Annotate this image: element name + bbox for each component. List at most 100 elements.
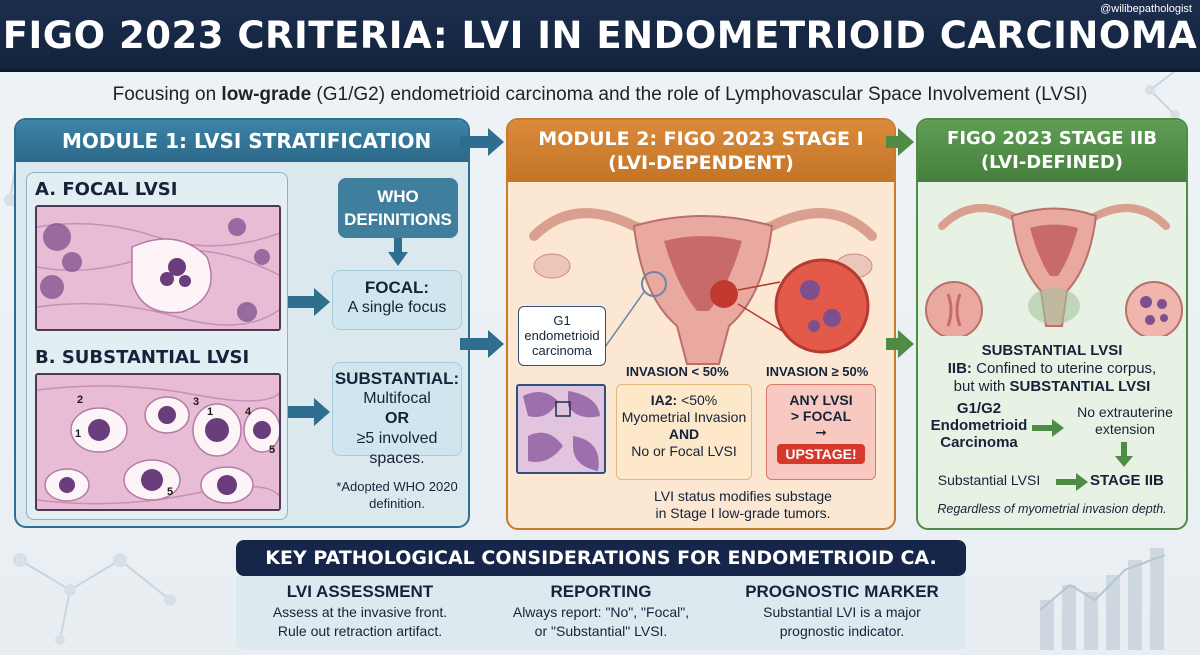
arrow-right-green-icon-1 — [1032, 419, 1064, 437]
vessel-number-2: 2 — [77, 394, 83, 406]
author-handle: @wilibepathologist — [1100, 3, 1192, 15]
upstage-badge: UPSTAGE! — [777, 444, 865, 464]
substantial-lvsi-micrograph: 1 2 3 1 4 5 5 — [35, 373, 281, 511]
lvsi-examples: A. FOCAL LVSI B. SUBSTANTIAL LVSI — [26, 172, 288, 520]
m3-stage-iib: STAGE IIB — [1090, 472, 1164, 489]
who-definitions: WHO DEFINITIONS FOCAL: A single focus SU… — [298, 172, 462, 520]
m3-regardless: Regardless of myometrial invasion depth. — [937, 502, 1167, 516]
key-col-1-line2: Rule out retraction artifact. — [277, 623, 443, 639]
arrow-down-icon — [388, 238, 408, 266]
who-title-1: WHO — [377, 187, 419, 206]
ia2-and: AND — [668, 426, 700, 442]
note-line2: definition. — [369, 496, 425, 511]
m3-noext-1: No extrauterine — [1077, 404, 1173, 420]
m3-iib-line2: but with SUBSTANTIAL LVSI — [918, 378, 1186, 396]
m3-g12-label: G1/G2 Endometrioid Carcinoma — [924, 400, 1034, 451]
m3-iib-text2: but with — [953, 378, 1010, 395]
arrow-to-substantial — [288, 398, 330, 426]
m3-noext-2: extension — [1095, 421, 1155, 437]
key-col-3-head: PROGNOSTIC MARKER — [745, 582, 939, 601]
uterus-stage-iib-illustration — [925, 204, 1183, 336]
substantial-lvsi-label: B. SUBSTANTIAL LVSI — [35, 347, 250, 368]
module-3-panel: FIGO 2023 STAGE IIB (LVI-DEFINED) SUBSTA… — [916, 118, 1188, 530]
ia2-head: IA2: — [650, 392, 678, 408]
vessel-number-7: 5 — [167, 486, 173, 498]
module-2-panel: MODULE 2: FIGO 2023 STAGE I (LVI-DEPENDE… — [506, 118, 896, 530]
module-2-title-1: MODULE 2: FIGO 2023 STAGE I — [538, 128, 864, 150]
subtitle-post: (G1/G2) endometrioid carcinoma and the r… — [311, 84, 1088, 105]
module-1-title: MODULE 1: LVSI STRATIFICATION — [16, 120, 468, 162]
ia2-box: IA2: <50% Myometrial Invasion AND No or … — [616, 384, 752, 480]
substantial-or: OR — [385, 410, 409, 427]
key-col-3-line1: Substantial LVI is a major — [763, 604, 921, 620]
m3-g12-2: Endometrioid — [930, 417, 1028, 434]
m3-no-extension: No extrauterine extension — [1068, 404, 1182, 438]
m3-iib-bold2: SUBSTANTIAL LVSI — [1009, 378, 1151, 395]
ia2-line3: No or Focal LVSI — [631, 443, 737, 459]
substantial-head: SUBSTANTIAL: — [334, 369, 460, 388]
subtitle-bold: low-grade — [221, 84, 312, 105]
g1-line3: carcinoma — [532, 343, 592, 358]
key-considerations: KEY PATHOLOGICAL CONSIDERATIONS FOR ENDO… — [236, 540, 966, 652]
module-3-title: FIGO 2023 STAGE IIB (LVI-DEFINED) — [918, 120, 1186, 182]
any-lvsi-2: > FOCAL — [790, 408, 852, 424]
decorative-bar-chart-icon — [1039, 548, 1166, 650]
arrow-to-focal — [288, 288, 330, 316]
invasion-ge-50: INVASION ≥ 50% — [766, 364, 869, 379]
substantial-line1: Multifocal — [363, 390, 431, 407]
who-2020-note: *Adopted WHO 2020 definition. — [332, 478, 462, 512]
key-title: KEY PATHOLOGICAL CONSIDERATIONS FOR ENDO… — [236, 540, 966, 576]
page-title: FIGO 2023 CRITERIA: LVI IN ENDOMETRIOID … — [2, 14, 1198, 57]
vessel-number-4: 1 — [207, 406, 213, 418]
g1-carcinoma-callout: G1 endometrioid carcinoma — [518, 306, 606, 366]
m3-g12-3: Carcinoma — [940, 434, 1018, 451]
invasion-lt-50: INVASION < 50% — [626, 364, 729, 379]
substantial-definition-box: SUBSTANTIAL: Multifocal OR ≥5 involved s… — [332, 362, 462, 467]
m3-iib-definition: IIB: Confined to uterine corpus, but wit… — [918, 360, 1186, 396]
key-col-1-head: LVI ASSESSMENT — [286, 582, 434, 601]
arrow-right-icon: ➞ — [815, 424, 827, 440]
m3-iib-line1: IIB: Confined to uterine corpus, — [918, 360, 1186, 378]
m3-substantial-head: SUBSTANTIAL LVSI — [981, 342, 1123, 359]
focal-text: A single focus — [347, 299, 447, 316]
key-col-2-head: REPORTING — [550, 582, 652, 601]
ia2-line1: IA2: <50% — [617, 392, 751, 409]
module-2-title: MODULE 2: FIGO 2023 STAGE I (LVI-DEPENDE… — [508, 120, 894, 182]
ia2-line2: Myometrial Invasion — [621, 409, 747, 425]
focal-definition-box: FOCAL: A single focus — [332, 270, 462, 330]
vessel-number-6: 5 — [269, 444, 275, 456]
g1-carcinoma-micrograph — [516, 384, 606, 474]
arrow-down-green-icon — [1115, 442, 1133, 467]
module-3-title-1: FIGO 2023 STAGE IIB — [947, 128, 1157, 149]
subtitle: Focusing on low-grade (G1/G2) endometrio… — [0, 84, 1200, 106]
arrow-right-green-icon-2 — [1056, 473, 1088, 491]
title-bar: @wilibepathologist FIGO 2023 CRITERIA: L… — [0, 0, 1200, 72]
m2-foot-1: LVI status modifies substage — [654, 488, 832, 504]
m3-iib-text1: Confined to uterine corpus, — [971, 360, 1157, 377]
vessel-number-3: 3 — [193, 396, 199, 408]
focal-lvsi-micrograph — [35, 205, 281, 331]
subtitle-pre: Focusing on — [112, 84, 222, 105]
key-col-reporting: REPORTING Always report: "No", "Focal", … — [481, 582, 721, 640]
any-lvsi-box: ANY LVSI > FOCAL ➞ UPSTAGE! — [766, 384, 876, 480]
module-1-panel: MODULE 1: LVSI STRATIFICATION A. FOCAL L… — [14, 118, 470, 528]
module-2-footer: LVI status modifies substage in Stage I … — [608, 488, 878, 522]
key-col-2-line2: or "Substantial" LVSI. — [534, 623, 668, 639]
g1-line1: G1 — [553, 313, 571, 328]
focal-head: FOCAL: — [364, 278, 430, 297]
definition-arrows — [288, 288, 330, 426]
uterus-illustration — [529, 208, 877, 366]
vessel-number-5: 4 — [245, 406, 252, 418]
m3-g12-1: G1/G2 — [956, 400, 1002, 417]
module-2-title-2: (LVI-DEPENDENT) — [608, 152, 794, 174]
m3-iib-bold: IIB: — [947, 360, 972, 377]
key-col-lvi-assessment: LVI ASSESSMENT Assess at the invasive fr… — [240, 582, 480, 640]
key-col-prognostic-marker: PROGNOSTIC MARKER Substantial LVI is a m… — [722, 582, 962, 640]
ia2-line1-text: <50% — [681, 392, 718, 408]
note-line1: *Adopted WHO 2020 — [336, 479, 458, 494]
any-lvsi-1: ANY LVSI — [789, 392, 853, 408]
key-col-1-line1: Assess at the invasive front. — [272, 604, 448, 620]
m3-substantial-lvsi: Substantial LVSI — [937, 472, 1041, 488]
who-title-2: DEFINITIONS — [344, 210, 452, 229]
key-body: LVI ASSESSMENT Assess at the invasive fr… — [236, 576, 966, 650]
